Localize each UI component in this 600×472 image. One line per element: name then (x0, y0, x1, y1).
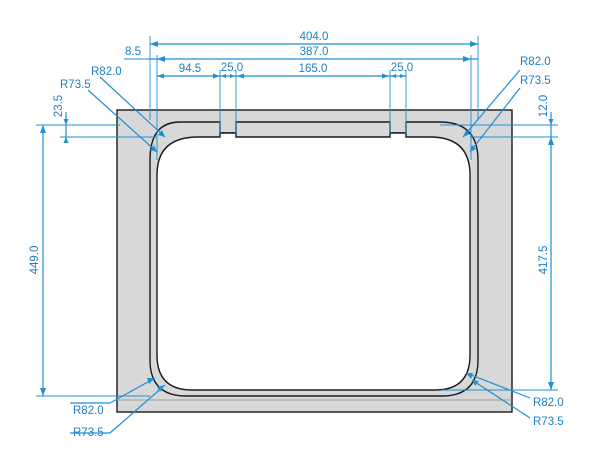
dim-inner-height-label: 417.5 (538, 246, 550, 275)
radius-top-right: R82.0 R73.5 (462, 56, 551, 153)
radius-bottom-left: R82.0 R73.5 (70, 377, 166, 439)
dim-notch-row: 94.5 25.0 165.0 25.0 (157, 62, 413, 134)
radius-top-left-inner-label: R73.5 (60, 79, 91, 91)
radius-bottom-left-outer-label: R82.0 (73, 405, 104, 417)
radius-bottom-right-outer-label: R82.0 (533, 397, 564, 409)
dim-notch-gap-label: 165.0 (299, 63, 328, 75)
dim-left-top-offset-label: 23.5 (53, 95, 65, 117)
dim-overall-width: 404.0 (149, 31, 479, 120)
dim-right-top-offset-label: 12.0 (538, 95, 550, 117)
dim-overall-height: 449.0 (29, 124, 150, 397)
dim-notch-offset-label: 94.5 (179, 63, 201, 75)
dim-left-offset-label: 8.5 (125, 46, 141, 58)
radius-bottom-right-inner-label: R73.5 (533, 416, 564, 428)
dim-inner-height: 417.5 (442, 136, 558, 391)
dim-notch-right-label: 25.0 (391, 62, 413, 74)
dim-notch-left-label: 25.0 (221, 62, 243, 74)
radius-top-left-outer-label: R82.0 (91, 66, 122, 78)
inner-opening (156, 132, 471, 391)
dim-overall-width-label: 404.0 (300, 31, 329, 43)
dim-overall-height-label: 449.0 (29, 246, 41, 275)
radius-top-right-inner-label: R73.5 (520, 75, 551, 87)
dim-inner-width-label: 387.0 (300, 46, 329, 58)
dim-right-top-offset: 12.0 (440, 95, 558, 137)
radius-top-right-outer-label: R82.0 (520, 56, 551, 68)
radius-bottom-left-inner-label: R73.5 (73, 427, 104, 439)
radius-top-left: R82.0 R73.5 (60, 66, 166, 153)
dim-inner-width: 387.0 (150, 46, 478, 160)
radius-bottom-right: R82.0 R73.5 (465, 372, 564, 428)
